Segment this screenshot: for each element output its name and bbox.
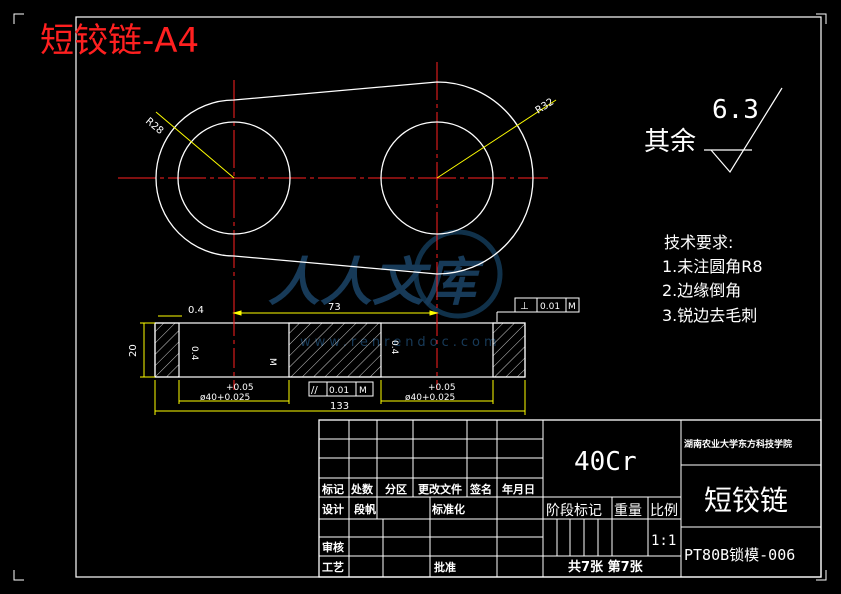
- bore-right-tol: +0.05: [428, 383, 456, 393]
- surface-finish: 其余 6.3: [644, 87, 783, 174]
- tech-requirements: 技术要求: 1.未注圆角R8 2.边缘倒角 3.锐边去毛刺: [662, 233, 763, 325]
- tb-label-sheji: 设计: [322, 502, 344, 516]
- surface-finish-value: 6.3: [712, 95, 759, 125]
- center-distance-label: 73: [328, 302, 341, 313]
- tb-drawing-no: PT80B锁模-006: [684, 546, 795, 564]
- tb-label-chushu: 处数: [350, 482, 374, 496]
- gdt-perpendicularity: ⊥ 0.01 M: [496, 297, 580, 322]
- overall-length-label: 133: [330, 401, 349, 412]
- chamfer-v1-label: 0.4: [189, 346, 199, 361]
- datum-mark: M: [267, 358, 277, 366]
- watermark-main: 人人文库: [268, 253, 485, 313]
- thickness-label: 20: [128, 344, 139, 357]
- radius-leaders: [155, 99, 557, 179]
- top-view-centerlines: [118, 62, 548, 318]
- tb-material: 40Cr: [574, 447, 637, 477]
- title-block: [318, 419, 822, 578]
- gdt-parallelism: // 0.01 M: [308, 381, 374, 397]
- section-dims: [140, 315, 526, 415]
- gdt-perp-symbol: ⊥: [520, 301, 529, 312]
- section-view: [154, 316, 526, 390]
- tb-label-fenqu: 分区: [385, 482, 407, 496]
- gdt-par-value: 0.01: [329, 386, 349, 396]
- radius-left-label: R28: [143, 116, 165, 137]
- tb-sheets: 共7张 第7张: [568, 559, 644, 575]
- gdt-par-datum: M: [359, 386, 367, 396]
- bore-left-tol: +0.05: [226, 383, 254, 393]
- sheet-corner-marks: [13, 13, 827, 581]
- tb-label-nianyueri: 年月日: [502, 482, 535, 496]
- tb-label-qianming: 签名: [469, 482, 492, 496]
- tech-item-3: 3.锐边去毛刺: [662, 306, 757, 325]
- tb-label-genggai: 更改文件: [418, 482, 462, 496]
- tb-part-name: 短铰链: [704, 484, 788, 517]
- title-block-stage-labels: 阶段标记 重量 比例: [546, 503, 678, 519]
- tb-scale: 1:1: [651, 533, 676, 549]
- tb-label-biaozhunhua: 标准化: [431, 502, 465, 516]
- tb-label-bili: 比例: [650, 503, 678, 519]
- left-bore: [177, 121, 291, 235]
- tb-label-duanshi: 段帆: [354, 502, 376, 516]
- top-view: R28 R32 73: [118, 62, 557, 318]
- tb-school: 湖南农业大学东方科技学院: [684, 438, 792, 450]
- sheet-title: 短铰链-A4: [40, 21, 199, 61]
- gdt-perp-datum: M: [568, 302, 576, 312]
- tech-item-1: 1.未注圆角R8: [662, 257, 763, 276]
- gdt-perp-value: 0.01: [540, 302, 560, 312]
- link-outline: [155, 81, 534, 275]
- center-distance-dim: [232, 310, 439, 316]
- tb-label-pizhun: 批准: [434, 560, 456, 574]
- bore-right-label: ø40+0.025: [405, 393, 455, 403]
- title-block-labels: 标记 处数 分区 更改文件 签名 年月日 设计 段帆 标准化 审核 工艺 批准: [321, 482, 535, 574]
- tb-label-biaoji: 标记: [321, 482, 344, 496]
- surface-finish-label: 其余: [644, 127, 696, 157]
- chamfer-label: 0.4: [188, 305, 204, 316]
- bore-left-label: ø40+0.025: [200, 393, 250, 403]
- tb-label-jieduan: 阶段标记: [546, 503, 602, 519]
- radius-right-label: R32: [534, 97, 557, 117]
- chamfer-v2-label: 0.4: [389, 340, 399, 355]
- tb-label-zhongliang: 重量: [614, 503, 642, 519]
- gdt-par-symbol: //: [311, 385, 318, 396]
- right-bore: [380, 121, 494, 235]
- tech-heading: 技术要求:: [664, 233, 733, 252]
- tb-label-shenhe: 审核: [322, 540, 344, 554]
- tb-label-gongyi: 工艺: [322, 560, 344, 574]
- tech-item-2: 2.边缘倒角: [662, 281, 741, 300]
